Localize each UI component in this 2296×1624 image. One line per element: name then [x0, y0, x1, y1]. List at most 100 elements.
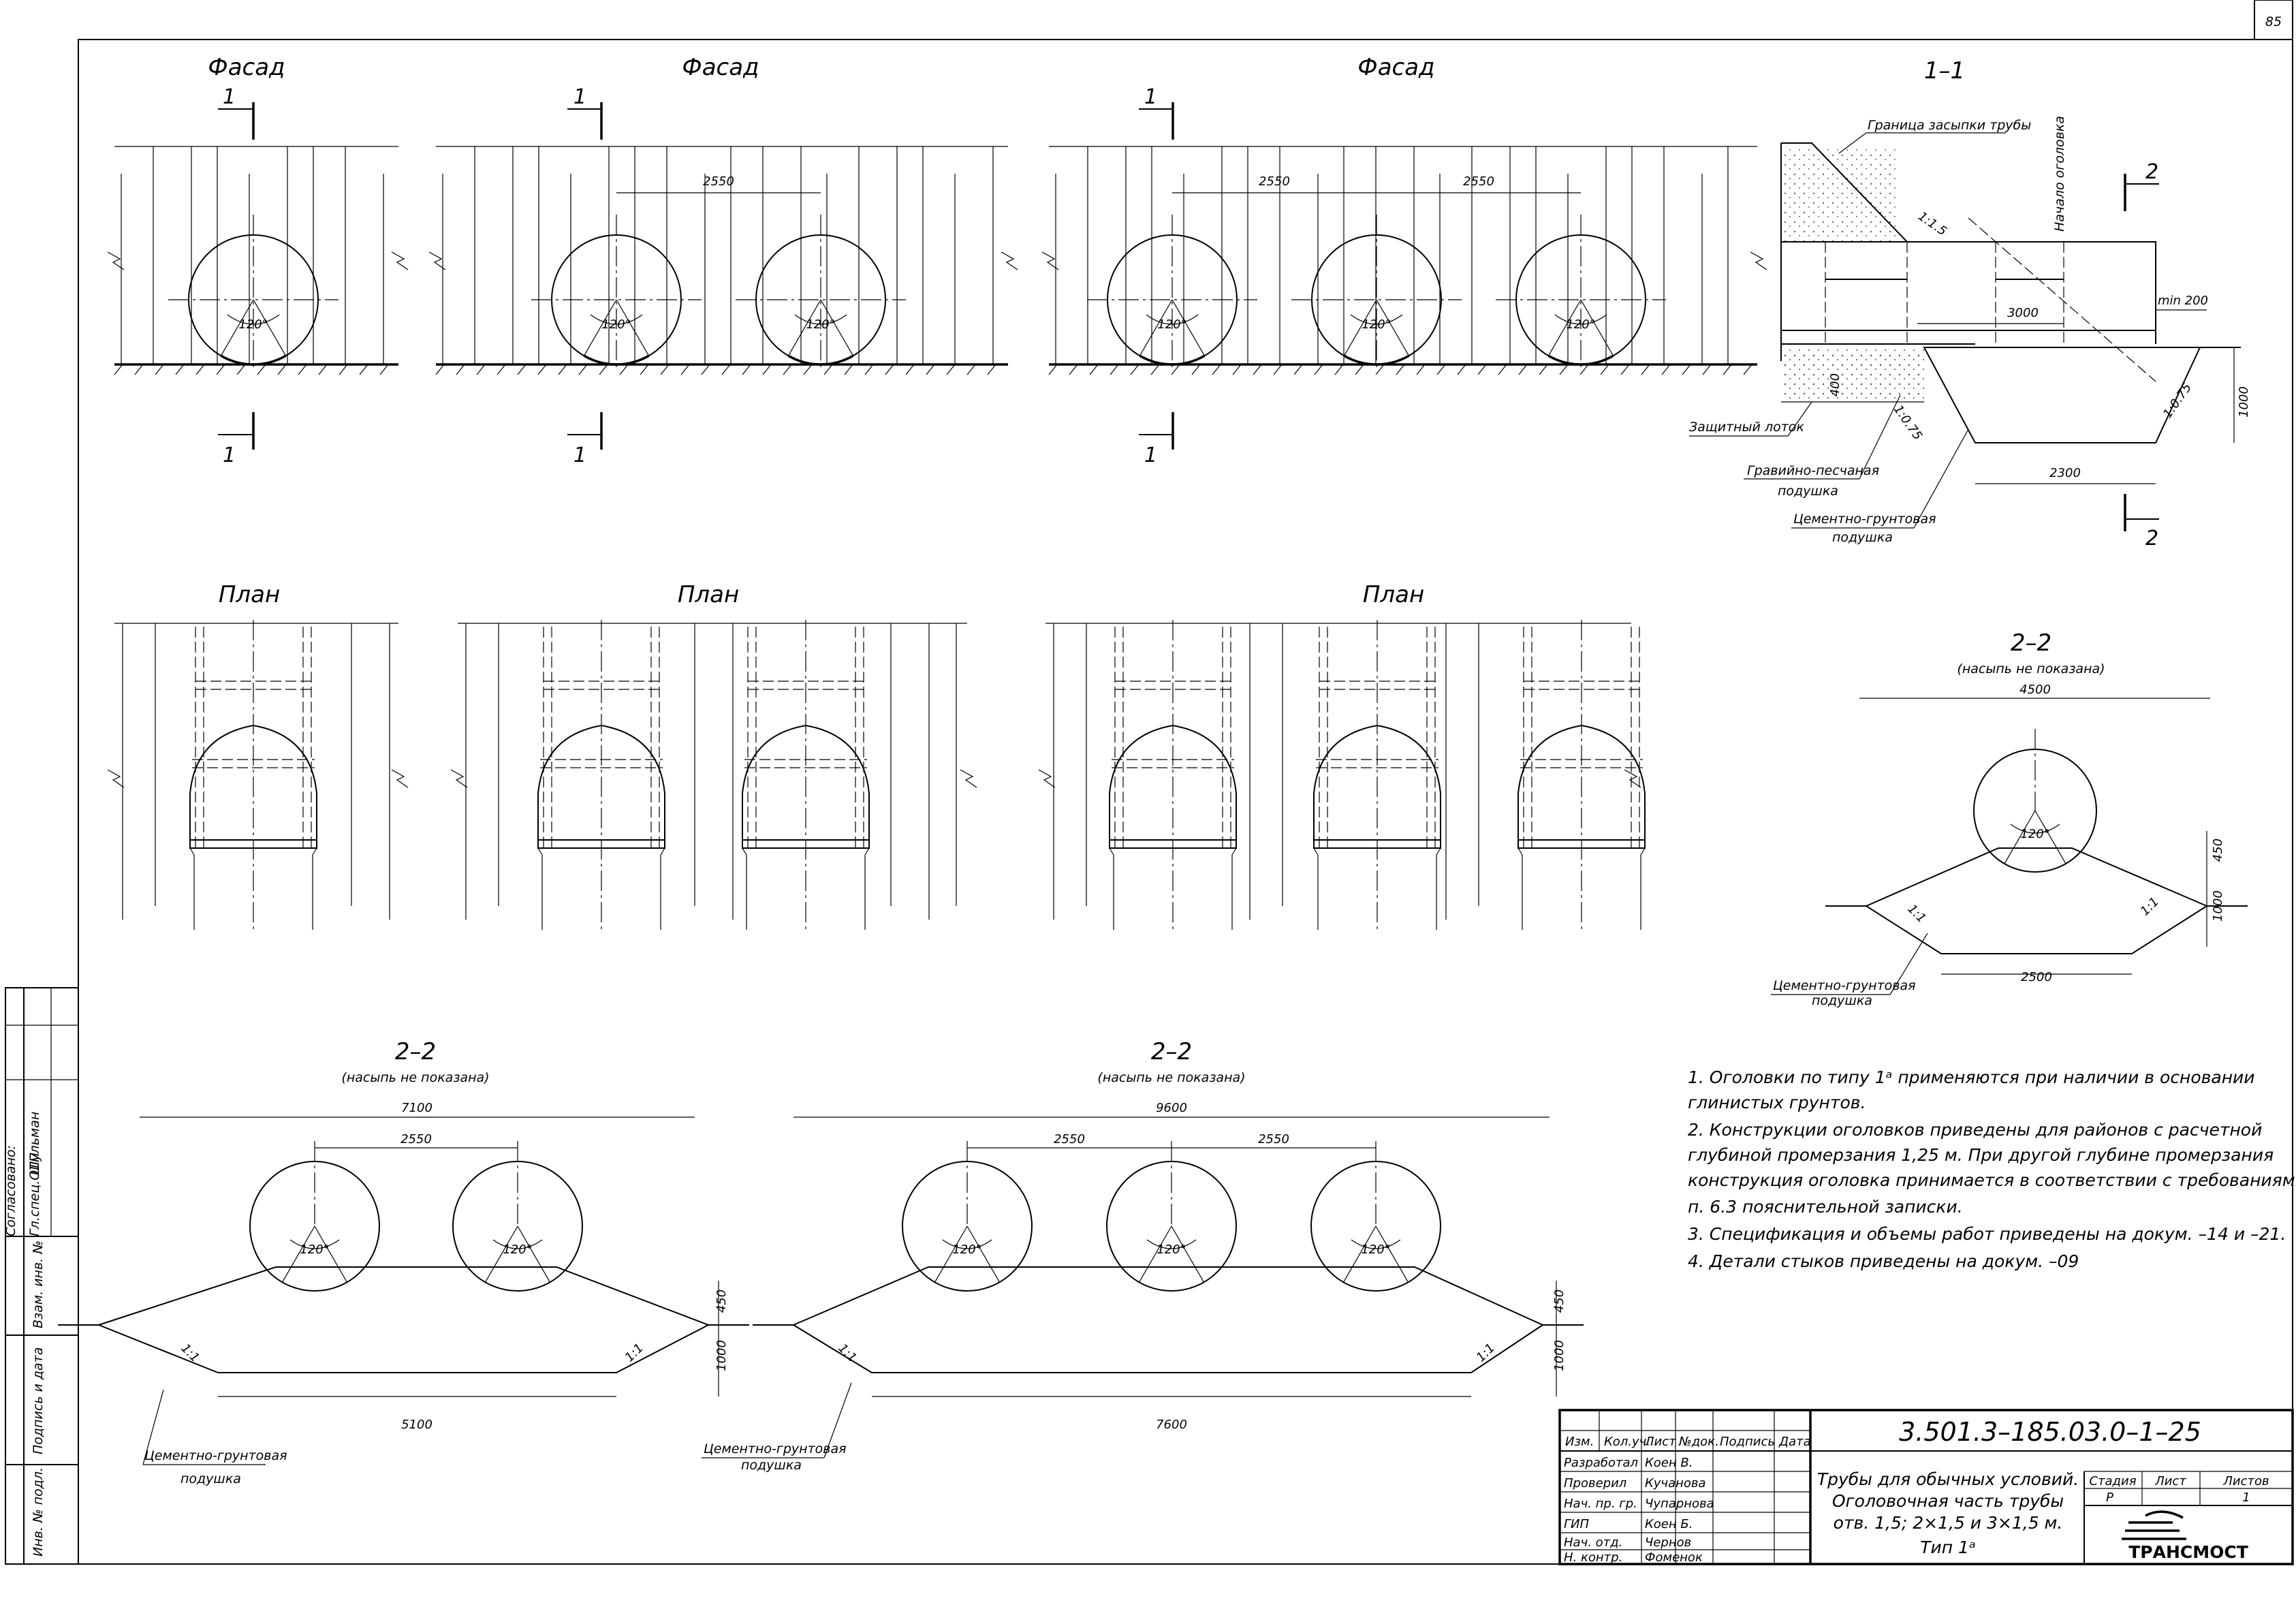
note-line: глубиной промерзания 1,25 м. При другой … [1688, 1145, 2274, 1165]
angle-label: 120° [952, 1243, 981, 1257]
svg-text:Оголовочная часть трубы: Оголовочная часть трубы [1832, 1491, 2064, 1511]
svg-text:Нач. отд.: Нач. отд. [1564, 1535, 1622, 1550]
angle-label: 120° [1157, 317, 1186, 332]
facade-dimensions: 2550 2550 2550 [616, 174, 1581, 193]
svg-text:2500: 2500 [2021, 970, 2052, 984]
note-line: 1. Оголовки по типу 1ᵃ применяются при н… [1688, 1067, 2255, 1087]
svg-text:2550: 2550 [1259, 174, 1290, 189]
svg-text:Инв. № подл.: Инв. № подл. [31, 1467, 46, 1557]
note-line: глинистых грунтов. [1688, 1093, 1866, 1112]
svg-text:подушка: подушка [1812, 993, 1872, 1008]
svg-text:1: 1 [2242, 1490, 2250, 1505]
svg-text:Кол.уч.: Кол.уч. [1604, 1435, 1650, 1449]
svg-text:5100: 5100 [401, 1418, 433, 1432]
section-mark-2-bottom: 2 [2145, 527, 2158, 550]
svg-text:1: 1 [573, 443, 586, 467]
svg-text:1:1: 1:1 [1474, 1341, 1498, 1364]
facade-title-1: Фасад [208, 54, 285, 81]
svg-text:450: 450 [2211, 839, 2225, 862]
svg-text:Цементно-грунтовая: Цементно-грунтовая [704, 1441, 847, 1456]
facade-views: 120°120°120°120°120°120° [107, 146, 1767, 375]
company-logo-icon [2122, 1510, 2186, 1540]
plan-title-2: План [678, 581, 739, 608]
svg-text:Чернов: Чернов [1645, 1535, 1691, 1550]
svg-text:ГИП: ГИП [1564, 1517, 1589, 1531]
svg-text:Листов: Листов [2222, 1474, 2269, 1488]
svg-text:Разработал: Разработал [1564, 1456, 1638, 1470]
svg-text:450: 450 [714, 1290, 729, 1313]
facade-title-2: Фасад [682, 54, 759, 81]
svg-text:7100: 7100 [401, 1101, 433, 1115]
svg-text:Тип 1ᵃ: Тип 1ᵃ [1920, 1537, 1976, 1557]
svg-text:Коен Б.: Коен Б. [1645, 1517, 1693, 1531]
side-stamp: Согласовано: Гл.спец.ОТП Шульман Взам. и… [3, 987, 79, 1565]
section-1-1: 3000 min 200 2300 400 1000 1:1.5 1:0.75 … [1689, 116, 2251, 545]
section-2-2-triple: 2–2 (насыпь не показана) 9600 2550 2550 … [702, 1038, 1567, 1473]
plan-views [107, 620, 1646, 930]
angle-label: 120° [1566, 317, 1595, 332]
svg-text:1:0.75: 1:0.75 [2160, 381, 2195, 421]
svg-text:2–2: 2–2 [395, 1038, 436, 1065]
svg-text:1000: 1000 [2237, 386, 2251, 418]
svg-text:2550: 2550 [703, 174, 734, 189]
svg-text:2550: 2550 [400, 1132, 432, 1146]
angle-label: 120° [300, 1243, 329, 1257]
drawing-frame [78, 39, 2293, 1565]
svg-text:Взам. инв. №: Взам. инв. № [31, 1240, 46, 1328]
svg-text:(насыпь не показана): (насыпь не показана) [341, 1070, 489, 1085]
svg-text:1:1: 1:1 [178, 1341, 202, 1365]
svg-text:(насыпь не показана): (насыпь не показана) [1957, 661, 2105, 676]
svg-text:min 200: min 200 [2158, 294, 2208, 308]
svg-text:Чупарнова: Чупарнова [1645, 1497, 1714, 1511]
svg-text:7600: 7600 [1156, 1418, 1187, 1432]
svg-text:2550: 2550 [1463, 174, 1494, 189]
svg-text:450: 450 [1552, 1290, 1567, 1313]
title-block: Изм. Кол.уч. Лист №док. Подпись Дата Раз… [1558, 1409, 2294, 1565]
sheet-number-box [2254, 0, 2293, 40]
svg-text:1:1: 1:1 [623, 1341, 646, 1364]
svg-text:отв. 1,5; 2×1,5 и 3×1,5 м.: отв. 1,5; 2×1,5 и 3×1,5 м. [1834, 1513, 2063, 1533]
svg-text:1:1: 1:1 [835, 1341, 859, 1365]
svg-text:3000: 3000 [2007, 306, 2039, 320]
plan-title-3: План [1363, 581, 1424, 608]
svg-text:1000: 1000 [2211, 890, 2225, 922]
svg-text:Гл.спец.ОТП: Гл.спец.ОТП [27, 1153, 42, 1236]
svg-text:Коен В.: Коен В. [1645, 1456, 1693, 1470]
svg-text:1: 1 [1144, 443, 1157, 467]
section-mark-1-bottom: 1 [223, 443, 236, 467]
plan-title-1: План [219, 581, 280, 608]
svg-text:Лист: Лист [1644, 1435, 1676, 1449]
angle-label: 120° [1362, 317, 1391, 332]
svg-text:Подпись: Подпись [1720, 1435, 1775, 1449]
section-mark-2-top: 2 [2145, 160, 2158, 184]
svg-text:1: 1 [1144, 85, 1157, 109]
svg-text:Согласовано:: Согласовано: [3, 1145, 18, 1236]
note-line: п. 6.3 пояснительной записки. [1688, 1197, 1963, 1217]
notes: 1. Оголовки по типу 1ᵃ применяются при н… [1688, 1067, 2296, 1271]
facade-title-3: Фасад [1357, 54, 1434, 81]
svg-text:1000: 1000 [1552, 1340, 1567, 1371]
sheet-number: 85 [2265, 14, 2282, 29]
section-mark-1-top: 1 [223, 85, 236, 109]
svg-text:1: 1 [573, 85, 586, 109]
svg-text:9600: 9600 [1156, 1101, 1187, 1115]
svg-text:Изм.: Изм. [1565, 1435, 1594, 1449]
svg-text:Гравийно-песчаная: Гравийно-песчаная [1747, 463, 1879, 478]
section-2-2-single: 2–2 (насыпь не показана) 4500 2500 450 1… [1771, 629, 2225, 1008]
svg-text:1000: 1000 [714, 1340, 729, 1371]
svg-text:1:1: 1:1 [2138, 894, 2162, 918]
angle-label: 120° [503, 1243, 532, 1257]
label-head-start: Начало оголовка [2052, 116, 2067, 232]
note-line: 2. Конструкции оголовков приведены для р… [1688, 1120, 2262, 1140]
svg-text:2–2: 2–2 [1151, 1038, 1192, 1065]
svg-text:подушка: подушка [1832, 530, 1893, 545]
svg-text:Цементно-грунтовая: Цементно-грунтовая [1793, 512, 1936, 527]
svg-text:Дата: Дата [1778, 1435, 1811, 1449]
note-line: конструкция оголовка принимается в соотв… [1688, 1170, 2296, 1190]
label-protective-tray: Защитный лоток [1689, 420, 1804, 435]
angle-label: 120° [1361, 1243, 1390, 1257]
angle-label: 120° [2020, 827, 2049, 841]
svg-text:подушка: подушка [1778, 484, 1838, 499]
svg-text:2550: 2550 [1054, 1132, 1085, 1146]
svg-text:Трубы для обычных условий.: Трубы для обычных условий. [1817, 1469, 2079, 1489]
